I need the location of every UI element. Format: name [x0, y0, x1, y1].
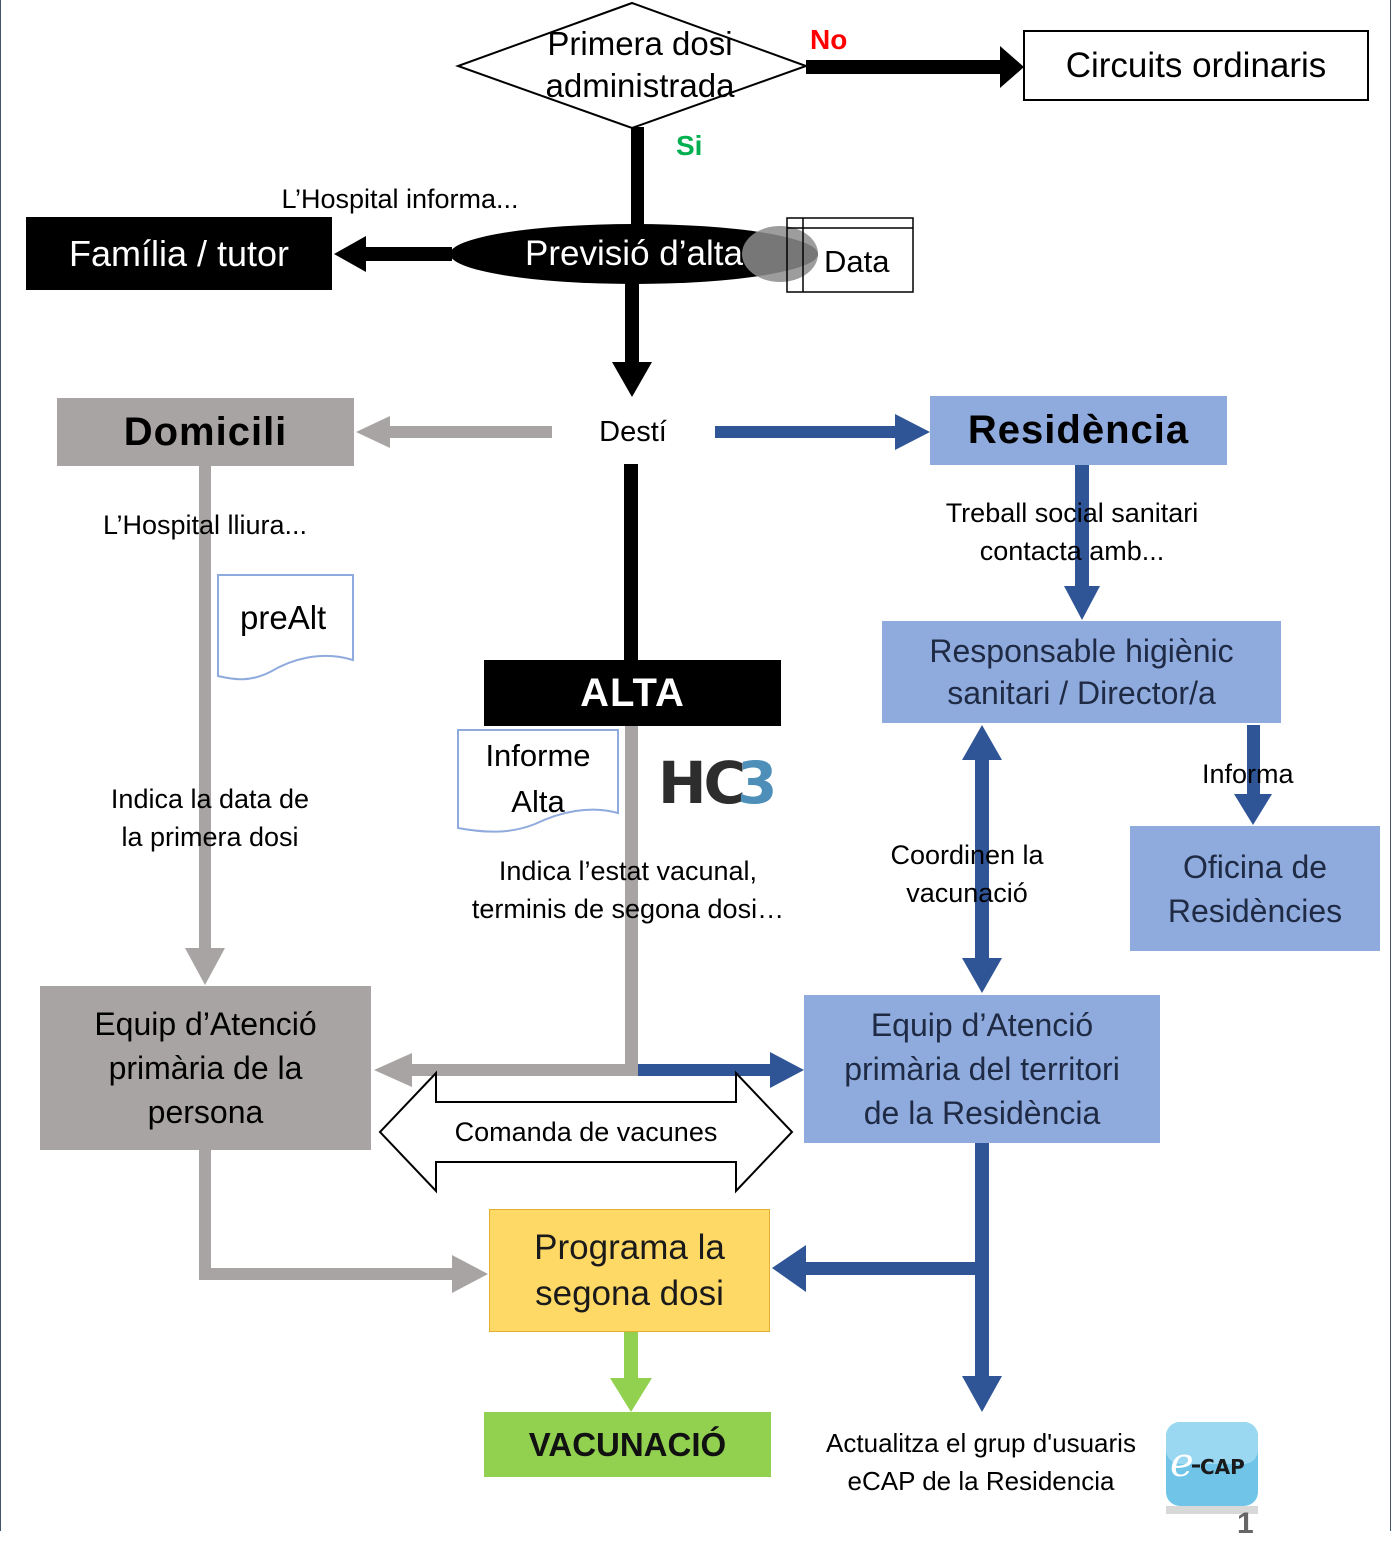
ecap-logo: e CAP	[1166, 1422, 1258, 1514]
data-doc-label: Data	[824, 244, 890, 279]
coordinen-label: Coordinen la vacunació	[890, 840, 1044, 908]
eap-persona-box: Equip d’Atenció primària de la persona	[40, 986, 371, 1150]
informa-label: Informa	[1202, 759, 1294, 789]
decision-text: Primera dosi administrada	[545, 25, 735, 104]
svg-text:CAP: CAP	[1200, 1455, 1245, 1479]
hc3-logo: HC 3	[658, 749, 777, 817]
arrow-eap-persona-to-programa	[199, 1150, 488, 1293]
actualitza-label: Actualitza el grup d'usuaris eCAP de la …	[826, 1428, 1136, 1496]
arrow-residencia-to-responsable	[1064, 465, 1100, 620]
page-number: 1	[1237, 1507, 1254, 1540]
programa-box: Programa la segona dosi	[489, 1209, 770, 1332]
svg-text:e: e	[1170, 1440, 1194, 1486]
arrow-previsio-to-desti	[612, 282, 652, 397]
previsio-label: Previsió d’alta	[525, 234, 743, 273]
line-si-down	[631, 127, 644, 239]
arrow-desti-to-domicili	[356, 416, 552, 448]
arrow-alta-to-eap-territori	[638, 1052, 804, 1088]
hospital-lliura-label: L’Hospital lliura...	[102, 510, 308, 540]
previsio-ellipse	[450, 224, 818, 284]
arrow-responsable-to-oficina	[1234, 725, 1272, 825]
arrow-previsio-to-familia	[334, 236, 452, 272]
black-connectors	[334, 46, 1024, 660]
domicili-box: Domicili	[57, 398, 354, 466]
familia-box: Família / tutor	[26, 217, 332, 290]
alta-box: ALTA	[484, 660, 781, 726]
si-label: Si	[676, 130, 703, 161]
grey-connectors	[185, 416, 638, 1293]
svg-text:HC: HC	[658, 749, 743, 817]
prealt-label: preAlt	[240, 599, 327, 636]
desti-label: Destí	[599, 416, 667, 448]
eap-territori-box: Equip d’Atenció primària del territori d…	[804, 995, 1160, 1143]
comanda-label: Comanda de vacunes	[454, 1117, 718, 1147]
line-desti-to-alta	[624, 464, 638, 660]
blue-connectors	[638, 414, 1272, 1412]
residencia-box: Residència	[930, 396, 1227, 465]
data-doc-shape	[786, 217, 914, 293]
arrow-domicili-to-eap-persona	[185, 466, 225, 985]
informe-alta-label: Informe Alta	[485, 738, 591, 819]
arrow-desti-to-residencia	[715, 414, 930, 450]
informe-alta-document	[457, 729, 619, 833]
arrow-eap-territori-to-programa	[772, 1143, 1002, 1412]
decision-diamond	[455, 1, 809, 130]
indica-data-label: Indica la data de la primera dosi	[110, 784, 310, 852]
svg-text:3: 3	[737, 749, 777, 817]
responsable-box: Responsable higiènic sanitari / Director…	[882, 621, 1281, 723]
arrow-coordinen-double	[962, 725, 1002, 993]
arrow-programa-to-vacunacio	[610, 1332, 652, 1412]
comanda-double-arrow	[378, 1070, 794, 1194]
circuits-box: Circuits ordinaris	[1023, 30, 1369, 101]
treball-social-label: Treball social sanitari contacta amb...	[945, 498, 1199, 566]
previsio-ellipse-shade	[742, 226, 818, 282]
indica-estat-label: Indica l’estat vacunal, terminis de sego…	[471, 856, 785, 924]
prealt-document	[217, 574, 354, 681]
no-label: No	[810, 24, 848, 55]
hospital-informa-label: L’Hospital informa...	[281, 184, 519, 214]
arrow-no-to-circuits	[806, 46, 1024, 88]
vacunacio-box: VACUNACIÓ	[484, 1412, 771, 1477]
oficina-box: Oficina de Residències	[1130, 826, 1380, 951]
